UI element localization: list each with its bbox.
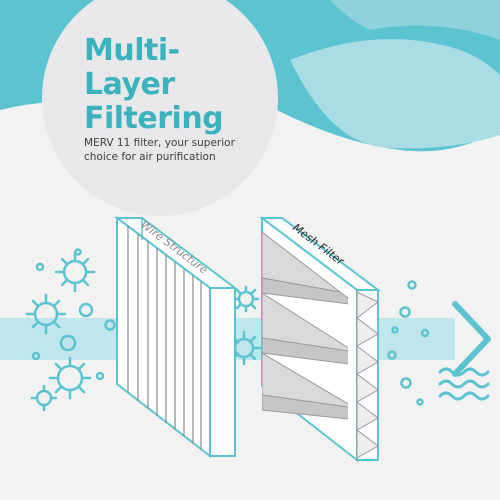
mesh-filter: Mesh Filter	[259, 215, 381, 463]
title-circle	[42, 0, 278, 216]
headline-line-2: Layer	[84, 67, 175, 102]
headline: Multi- Layer Filtering	[84, 33, 224, 136]
germ-particles	[25, 248, 262, 412]
clean-air-dots	[387, 280, 430, 406]
mesh-side-pleats	[356, 291, 379, 459]
subheadline-line-2: choice for air purification	[84, 151, 216, 163]
germ-icon	[25, 293, 67, 335]
clean-air-wave-icon	[438, 367, 490, 401]
headline-line-3: Filtering	[84, 101, 224, 136]
wave-light	[290, 39, 500, 149]
germ-icon	[48, 356, 92, 400]
wave-light-top	[330, 0, 500, 40]
subheadline-line-1: MERV 11 filter, your superior	[84, 137, 235, 149]
germ-icon	[232, 285, 260, 313]
headline-line-1: Multi-	[84, 33, 180, 68]
subheadline: MERV 11 filter, your superior choice for…	[84, 136, 254, 164]
airflow-arrow-icon	[452, 301, 491, 377]
germ-icon	[54, 251, 96, 293]
germ-icon	[30, 384, 58, 412]
mesh-pleats	[262, 232, 348, 420]
